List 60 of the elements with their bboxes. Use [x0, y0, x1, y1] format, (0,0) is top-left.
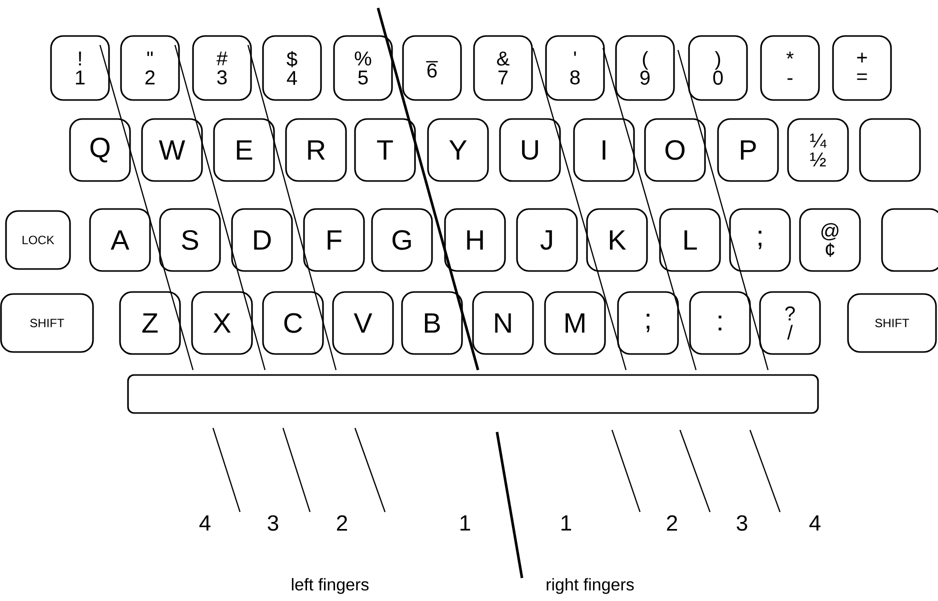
- space-bar: [127, 374, 819, 414]
- key: ! 1: [50, 35, 110, 101]
- finger-number: 2: [337, 515, 348, 531]
- key: X: [191, 291, 253, 355]
- key: ( 9: [615, 35, 675, 101]
- key: Z: [119, 291, 181, 355]
- finger-number: 1: [460, 515, 470, 531]
- key: S: [159, 208, 221, 272]
- key: K: [586, 208, 648, 272]
- key: [859, 118, 921, 182]
- key: " 2: [120, 35, 180, 101]
- key: LOCK: [5, 210, 71, 270]
- key: SHIFT: [847, 293, 937, 353]
- finger-number: 3: [268, 515, 278, 531]
- key: I: [573, 118, 635, 182]
- key: @ ¢: [799, 208, 861, 272]
- key: Q: [69, 118, 131, 182]
- key: % 5: [333, 35, 393, 101]
- key: J: [516, 208, 578, 272]
- finger-number: 4: [199, 515, 210, 531]
- key: H: [444, 208, 506, 272]
- key: O: [644, 118, 706, 182]
- key: G: [371, 208, 433, 272]
- key: L: [659, 208, 721, 272]
- hand-label: left fingers: [292, 578, 369, 594]
- key: & 7: [473, 35, 533, 101]
- key: * -: [760, 35, 820, 101]
- key: ¼ ½: [787, 118, 849, 182]
- key: SHIFT: [0, 293, 94, 353]
- finger-number: 2: [667, 515, 678, 531]
- key: :: [689, 291, 751, 355]
- key: V: [332, 291, 394, 355]
- key: U: [499, 118, 561, 182]
- key: N: [472, 291, 534, 355]
- key: _ 6: [402, 35, 462, 101]
- key: $ 4: [262, 35, 322, 101]
- key: T: [354, 118, 416, 182]
- key: M: [544, 291, 606, 355]
- key: W: [141, 118, 203, 182]
- key: ' 8: [545, 35, 605, 101]
- key: + =: [832, 35, 892, 101]
- finger-number: 4: [809, 515, 820, 531]
- key: # 3: [192, 35, 252, 101]
- key: C: [262, 291, 324, 355]
- key: ;: [617, 291, 679, 355]
- key: [881, 208, 938, 272]
- key: ;: [729, 208, 791, 272]
- key: Y: [427, 118, 489, 182]
- key: D: [231, 208, 293, 272]
- key: ? /: [759, 291, 821, 355]
- key: F: [303, 208, 365, 272]
- key: A: [89, 208, 151, 272]
- key: R: [285, 118, 347, 182]
- key: ) 0: [688, 35, 748, 101]
- key: P: [717, 118, 779, 182]
- hand-label: right fingers: [546, 578, 634, 594]
- key: B: [401, 291, 463, 355]
- finger-number: 1: [562, 515, 572, 531]
- key: E: [213, 118, 275, 182]
- finger-number: 3: [736, 515, 748, 531]
